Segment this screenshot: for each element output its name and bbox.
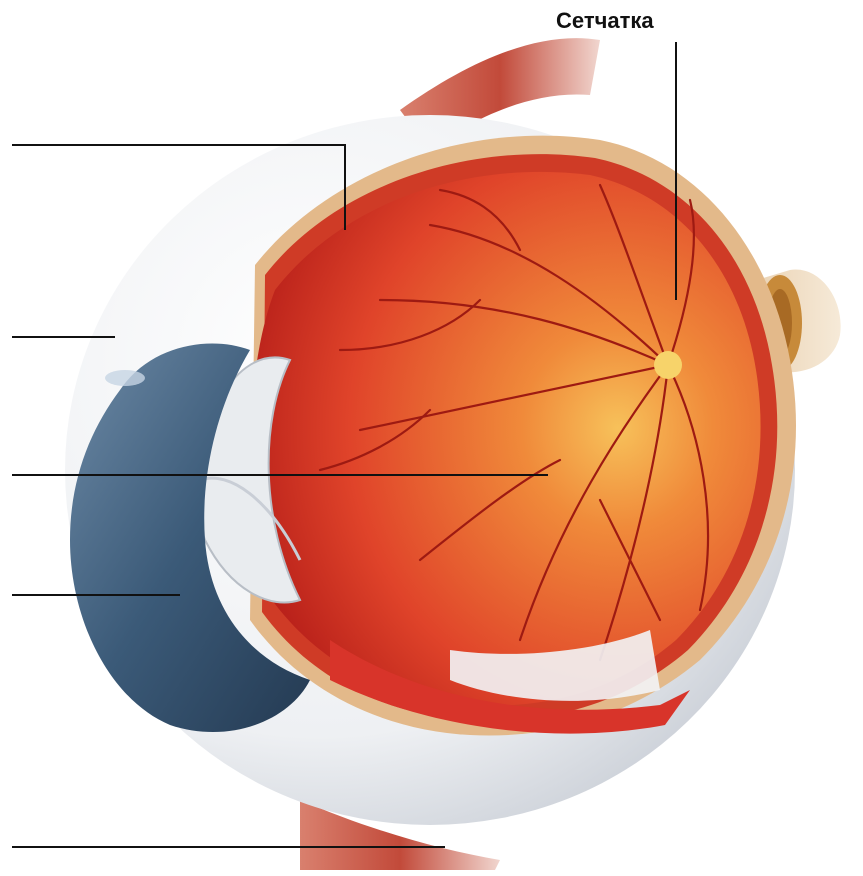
- optic-disc: [654, 351, 682, 379]
- fundus: [250, 172, 760, 706]
- retina-label: Сетчатка: [556, 8, 654, 34]
